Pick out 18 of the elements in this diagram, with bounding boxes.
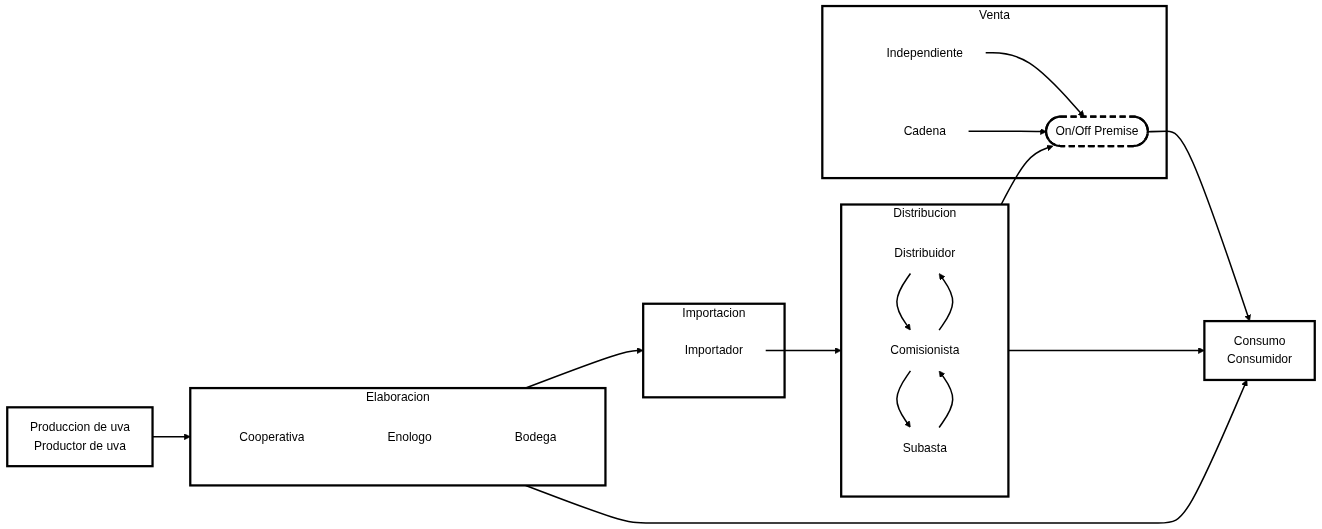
arrow bbox=[764, 347, 842, 354]
arrow bbox=[896, 370, 912, 428]
arrow bbox=[938, 370, 954, 429]
node-box: Consumo Consumidor bbox=[1203, 319, 1316, 382]
node-text: Subasta bbox=[902, 441, 947, 454]
node-text: Cooperativa bbox=[239, 429, 305, 443]
node-text: Bodega bbox=[514, 429, 557, 443]
node-text: Importador bbox=[684, 343, 744, 357]
arrow bbox=[1147, 130, 1251, 322]
arrow bbox=[938, 273, 954, 331]
node-text: Cadena bbox=[903, 124, 946, 138]
node-text: Distribuidor bbox=[894, 246, 956, 260]
node-box: Produccion de uva Productor de uva bbox=[6, 406, 154, 468]
arrow bbox=[967, 128, 1047, 135]
arrow bbox=[896, 272, 912, 331]
node-text: Independiente bbox=[886, 46, 964, 59]
node-text: Enologo bbox=[387, 429, 432, 443]
node-text: Comisionista bbox=[890, 343, 960, 357]
